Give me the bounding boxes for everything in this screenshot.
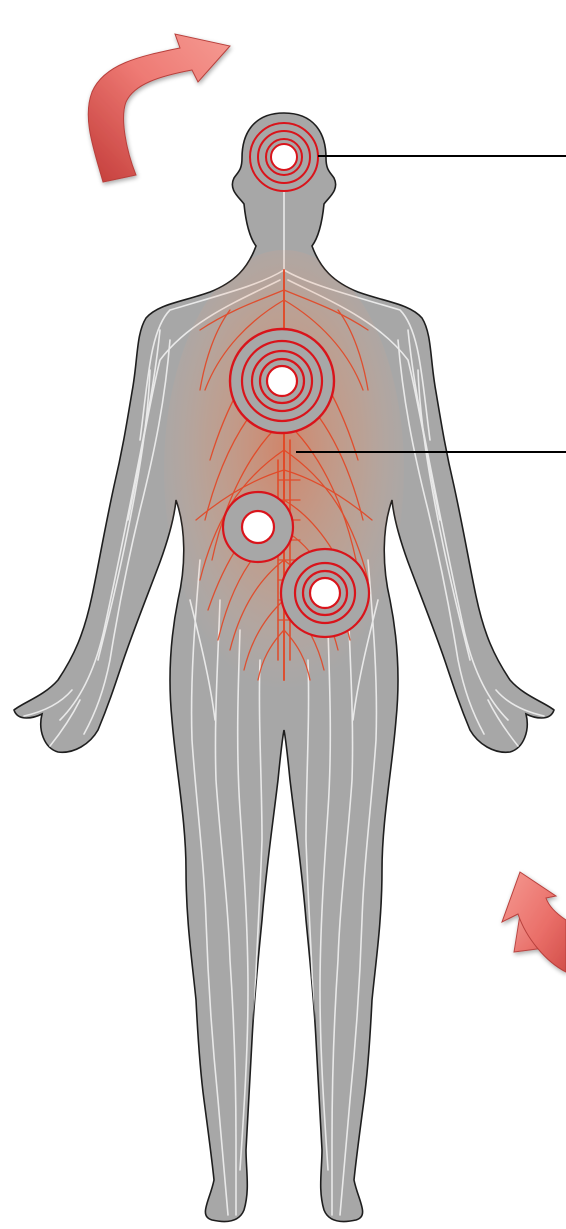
pain-point-left-lower-back <box>223 492 293 562</box>
pain-point-right-lower-back <box>281 549 369 637</box>
pain-point-head <box>250 123 318 191</box>
curved-arrow-top-left <box>88 34 230 182</box>
pain-point-upper-back <box>230 329 334 433</box>
curved-arrow-bottom-right <box>502 872 566 972</box>
